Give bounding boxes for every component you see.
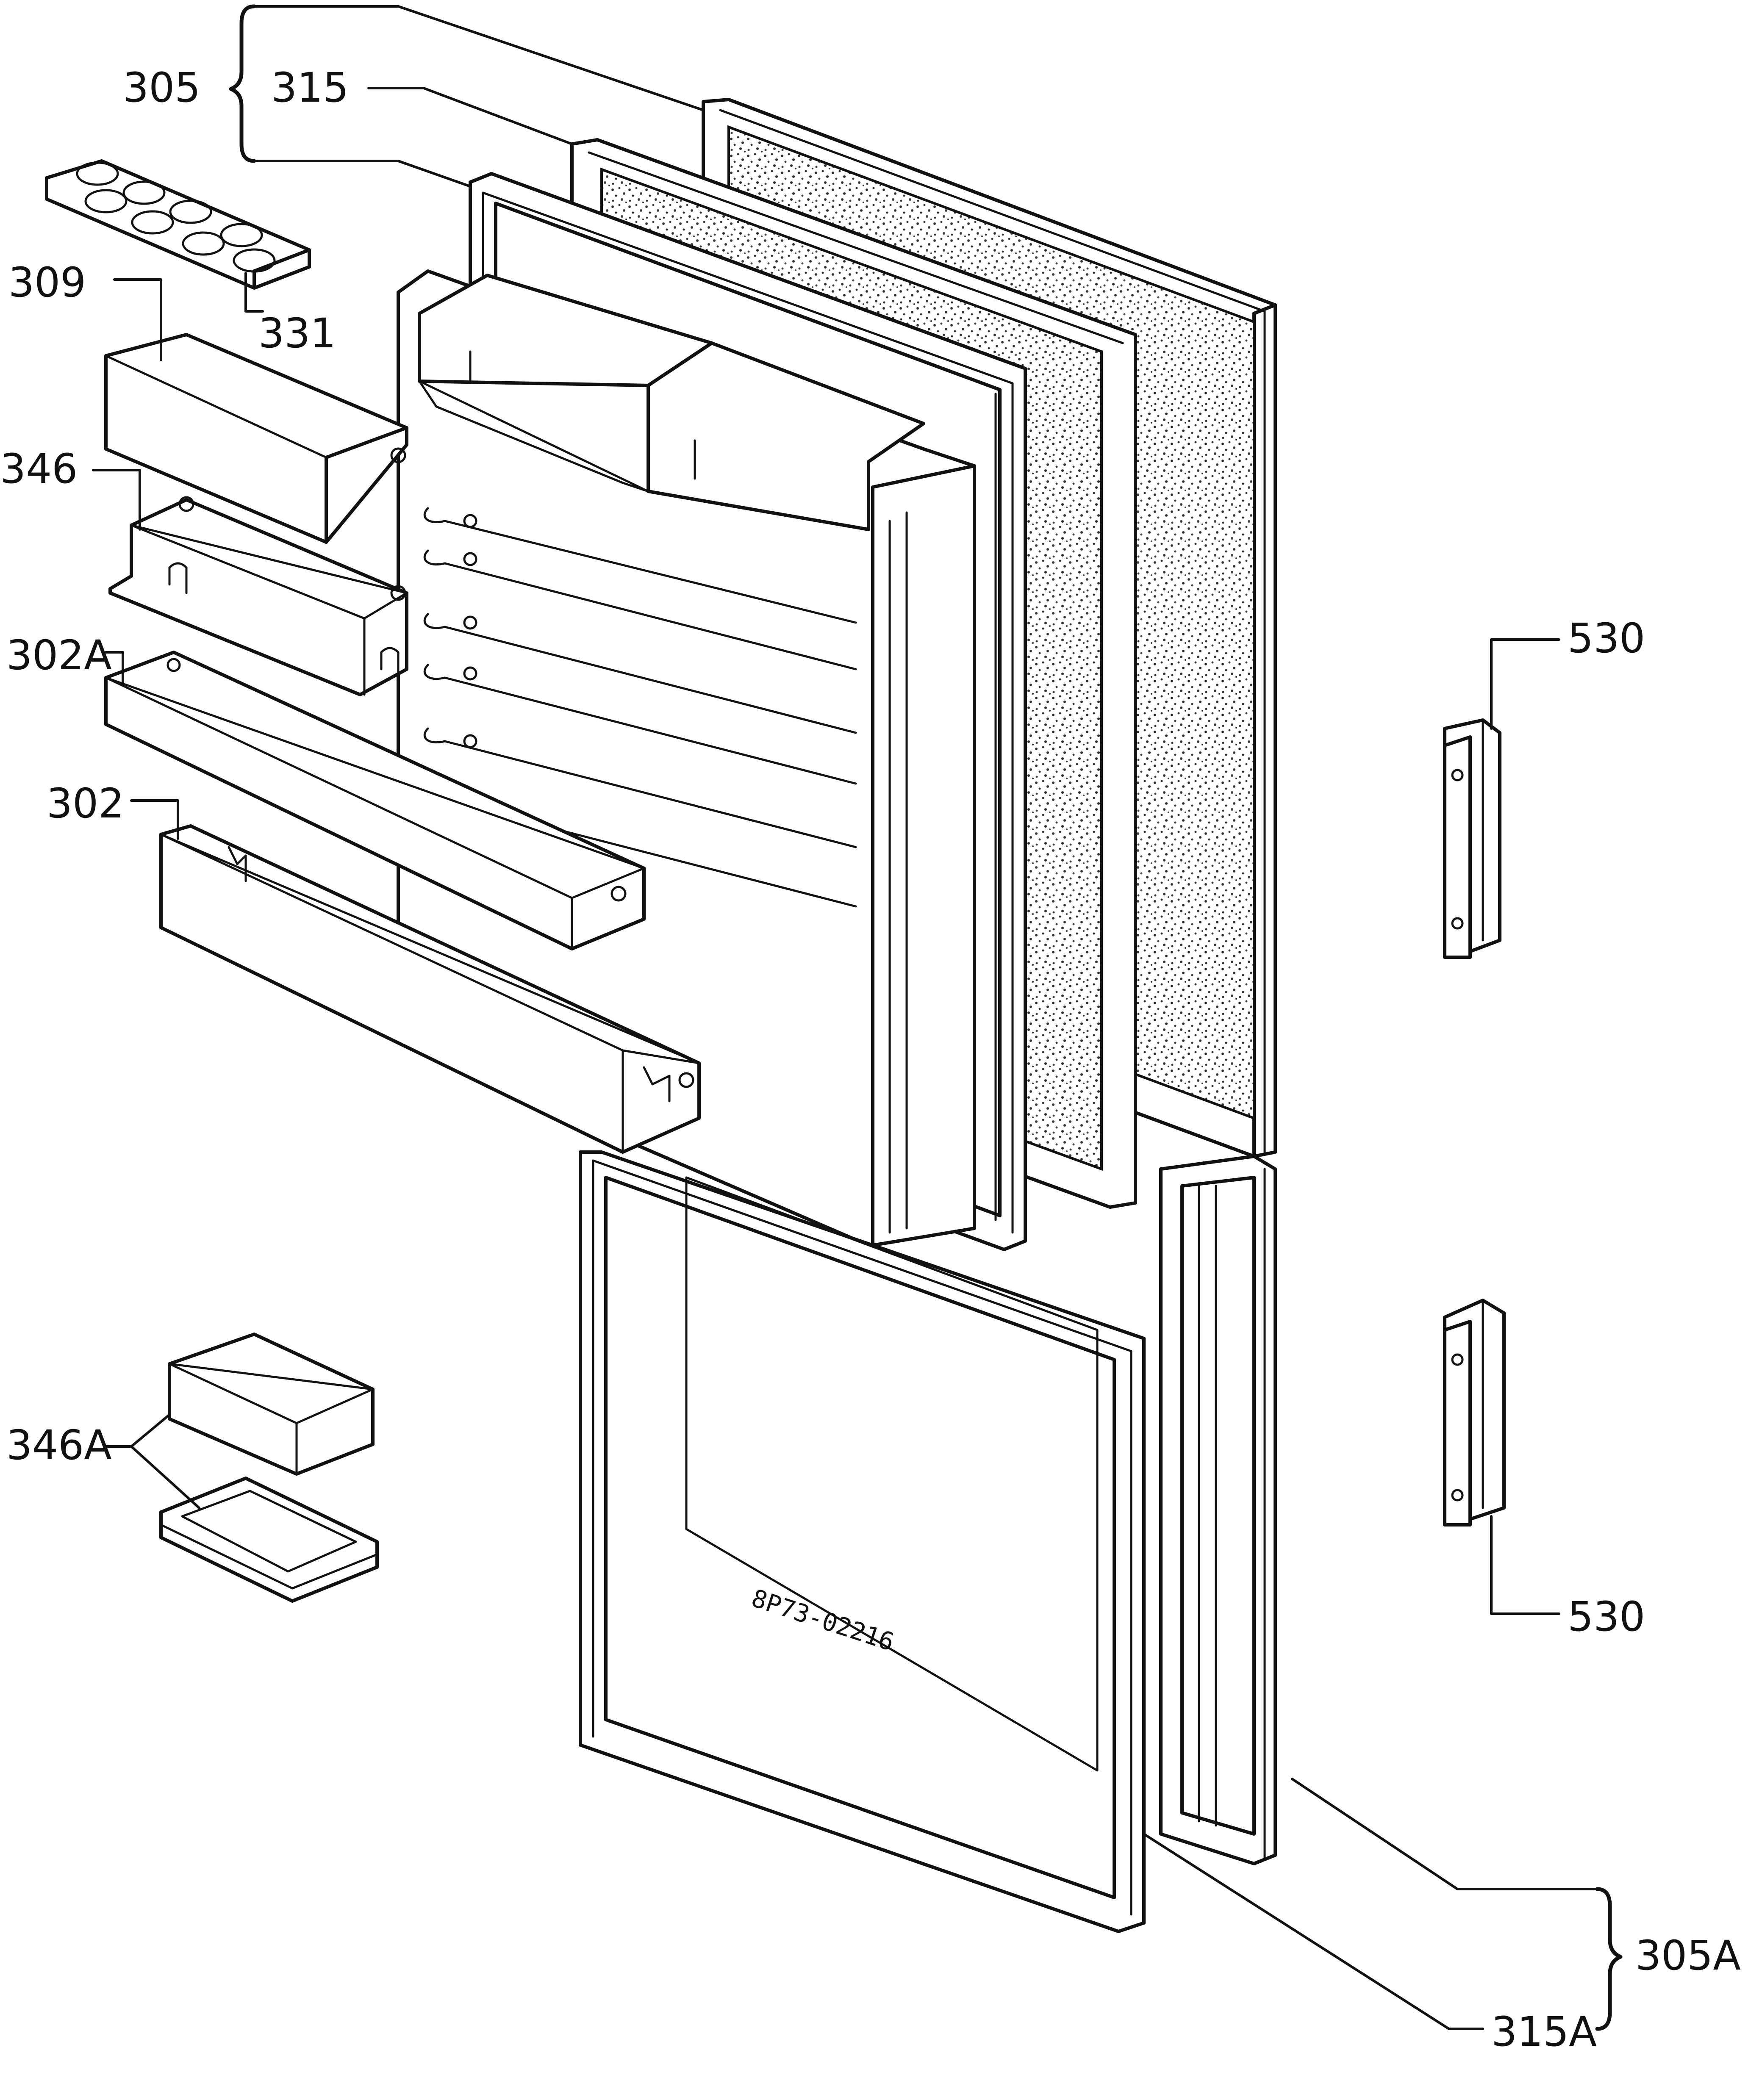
brace-305a [1595, 1887, 1623, 2031]
label-305: 305 [123, 64, 200, 111]
hinge-bracket-lower-part-530 [1443, 1299, 1506, 1527]
label-346a: 346A [6, 1421, 112, 1469]
label-302: 302 [47, 780, 124, 827]
label-346: 346 [0, 445, 78, 493]
label-331: 331 [258, 310, 336, 357]
brace-305 [229, 4, 256, 163]
label-305a: 305A [1635, 1932, 1741, 1979]
label-315a: 315A [1491, 2008, 1597, 2056]
egg-tray-part-331 [45, 159, 311, 290]
label-302a: 302A [6, 632, 112, 679]
butter-dish-base-part-346a [159, 1477, 379, 1603]
door-bar-part-302 [159, 824, 701, 1154]
leader-lines [92, 5, 1598, 2030]
label-530-lower: 530 [1568, 1593, 1645, 1640]
door-shelf-part-346 [108, 496, 408, 696]
label-315: 315 [271, 64, 349, 111]
door-bar-part-302a [104, 651, 646, 950]
compartment-cover-part-309 [104, 333, 408, 544]
lower-door-gasket: 8P73-02216 [579, 1150, 1146, 1933]
label-309: 309 [8, 259, 86, 306]
label-530-upper: 530 [1568, 615, 1645, 662]
butter-dish-lid-part-346a [168, 1333, 375, 1476]
hinge-bracket-upper-part-530 [1443, 718, 1501, 959]
lower-door-outer-panel [1159, 1155, 1277, 1865]
